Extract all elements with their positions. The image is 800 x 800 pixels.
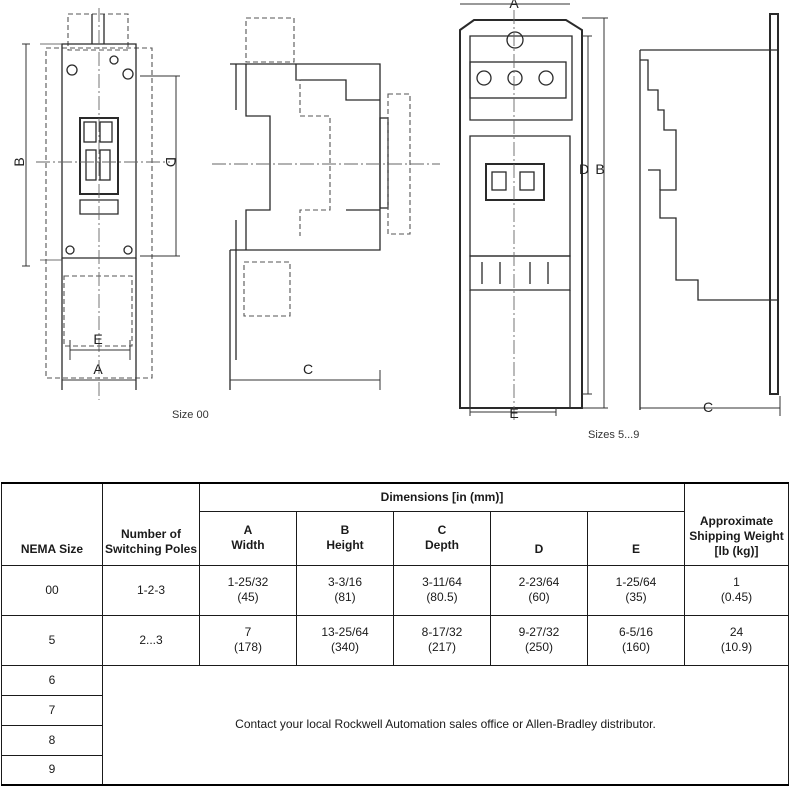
cell-nema: 9 (1, 754, 103, 786)
cell-a: 7(178) (199, 614, 297, 666)
cell-nema: 8 (1, 724, 103, 756)
cell-d-in: 9-27/32 (518, 625, 560, 639)
dim-b-label-2: B (595, 161, 604, 177)
cell-nema: 7 (1, 694, 103, 726)
cell-c-mm: (80.5) (426, 590, 458, 604)
cell-b-mm: (340) (330, 640, 359, 654)
header-a-letter: A (243, 523, 253, 537)
table-row: 5 2...3 7(178) 13-25/64(340) 8-17/32(217… (1, 614, 790, 666)
header-c-text: Depth (425, 538, 459, 552)
cell-a-in: 1-25/32 (227, 575, 269, 589)
caption-size-00: Size 00 (172, 409, 209, 421)
dim-e-label-1: E (93, 331, 102, 347)
header-weight-line2: Shipping Weight (689, 528, 784, 543)
dim-d-label-1: D (163, 157, 179, 167)
contact-note: Contact your local Rockwell Automation s… (101, 664, 790, 786)
table-row: 9 (1, 754, 789, 786)
cell-nema: 00 (1, 564, 103, 616)
cell-d: 9-27/32(250) (490, 614, 588, 666)
dim-b-label-1: B (11, 157, 27, 166)
cell-d-in: 2-23/64 (518, 575, 560, 589)
dim-a-label-2: A (509, 0, 519, 11)
cell-a-mm: (45) (237, 590, 259, 604)
header-d-letter: D (534, 541, 544, 556)
header-shipping-weight: Approximate Shipping Weight [lb (kg)] (684, 482, 790, 566)
size00-front-view: B D E A Size 00 (11, 8, 209, 421)
cell-weight-kg: (10.9) (720, 640, 753, 654)
dimensions-table: NEMA Size Number of Switching Poles Dime… (1, 482, 790, 786)
header-e-letter: E (632, 541, 641, 556)
header-c-letter: C (437, 523, 447, 537)
table-row: 6 Contact your local Rockwell Automation… (1, 664, 790, 786)
sizes5-9-front-view: A D B E Sizes 5...9 (459, 0, 639, 441)
cell-c-in: 3-11/64 (422, 575, 462, 589)
cell-e-in: 6-5/16 (618, 625, 654, 639)
cell-d: 2-23/64(60) (490, 564, 588, 616)
header-switching-poles: Number of Switching Poles (102, 482, 200, 566)
header-e: E (586, 510, 686, 566)
header-c-depth: C Depth (393, 510, 491, 566)
cell-b-mm: (81) (334, 590, 356, 604)
cell-weight-lb: 1 (733, 575, 740, 589)
cell-d-mm: (60) (528, 590, 550, 604)
header-poles-line2: Switching Poles (105, 541, 198, 556)
dim-c-label-1: C (303, 361, 313, 377)
cell-a: 1-25/32(45) (199, 564, 297, 616)
cell-c: 8-17/32(217) (393, 614, 491, 666)
cell-b-in: 13-25/64 (321, 625, 369, 639)
header-b-text: Height (326, 538, 364, 552)
cell-nema: 5 (1, 614, 103, 666)
table-row: 8 (1, 724, 789, 756)
cell-weight: 24(10.9) (684, 614, 790, 666)
cell-e-mm: (160) (622, 640, 651, 654)
cell-d-mm: (250) (524, 640, 553, 654)
header-dimensions: Dimensions [in (mm)] (198, 482, 686, 512)
dim-c-label-2: C (703, 399, 713, 415)
cell-poles: 2...3 (102, 614, 200, 666)
cell-b: 13-25/64(340) (296, 614, 394, 666)
cell-weight-lb: 24 (729, 625, 744, 639)
cell-a-mm: (178) (233, 640, 262, 654)
header-nema-size-text: NEMA Size (20, 541, 84, 556)
header-poles-line1: Number of (121, 526, 181, 541)
table-row: 00 1-2-3 1-25/32(45) 3-3/16(81) 3-11/64(… (1, 564, 790, 616)
cell-b-in: 3-3/16 (327, 575, 363, 589)
header-weight-line1: Approximate (699, 513, 774, 528)
cell-c: 3-11/64(80.5) (393, 564, 491, 616)
caption-sizes-5-9: Sizes 5...9 (588, 429, 639, 441)
cell-c-in: 8-17/32 (421, 625, 463, 639)
cell-e-in: 1-25/64 (615, 575, 657, 589)
cell-e-mm: (35) (625, 590, 647, 604)
cell-c-mm: (217) (427, 640, 456, 654)
cell-b: 3-3/16(81) (296, 564, 394, 616)
header-b-letter: B (340, 523, 350, 537)
dim-e-label-2: E (509, 405, 518, 421)
cell-poles: 1-2-3 (102, 564, 200, 616)
header-a-text: Width (231, 538, 265, 552)
header-nema-size: NEMA Size (1, 482, 103, 566)
header-b-height: B Height (296, 510, 394, 566)
cell-weight-kg: (0.45) (720, 590, 753, 604)
cell-e: 1-25/64(35) (586, 564, 686, 616)
header-weight-line3: [lb (kg)] (714, 543, 759, 558)
dim-a-label-1: A (93, 361, 103, 377)
header-d: D (490, 510, 588, 566)
cell-nema: 6 (1, 664, 103, 696)
dim-d-label-2: D (579, 161, 589, 177)
sizes5-9-side-view: C (639, 13, 781, 416)
dimension-drawings: B D E A Size 00 C (11, 0, 781, 441)
size00-side-view: C (212, 17, 440, 390)
header-a-width: A Width (199, 510, 297, 566)
cell-a-in: 7 (244, 625, 252, 639)
cell-weight: 1(0.45) (684, 564, 790, 616)
cell-e: 6-5/16(160) (586, 614, 686, 666)
